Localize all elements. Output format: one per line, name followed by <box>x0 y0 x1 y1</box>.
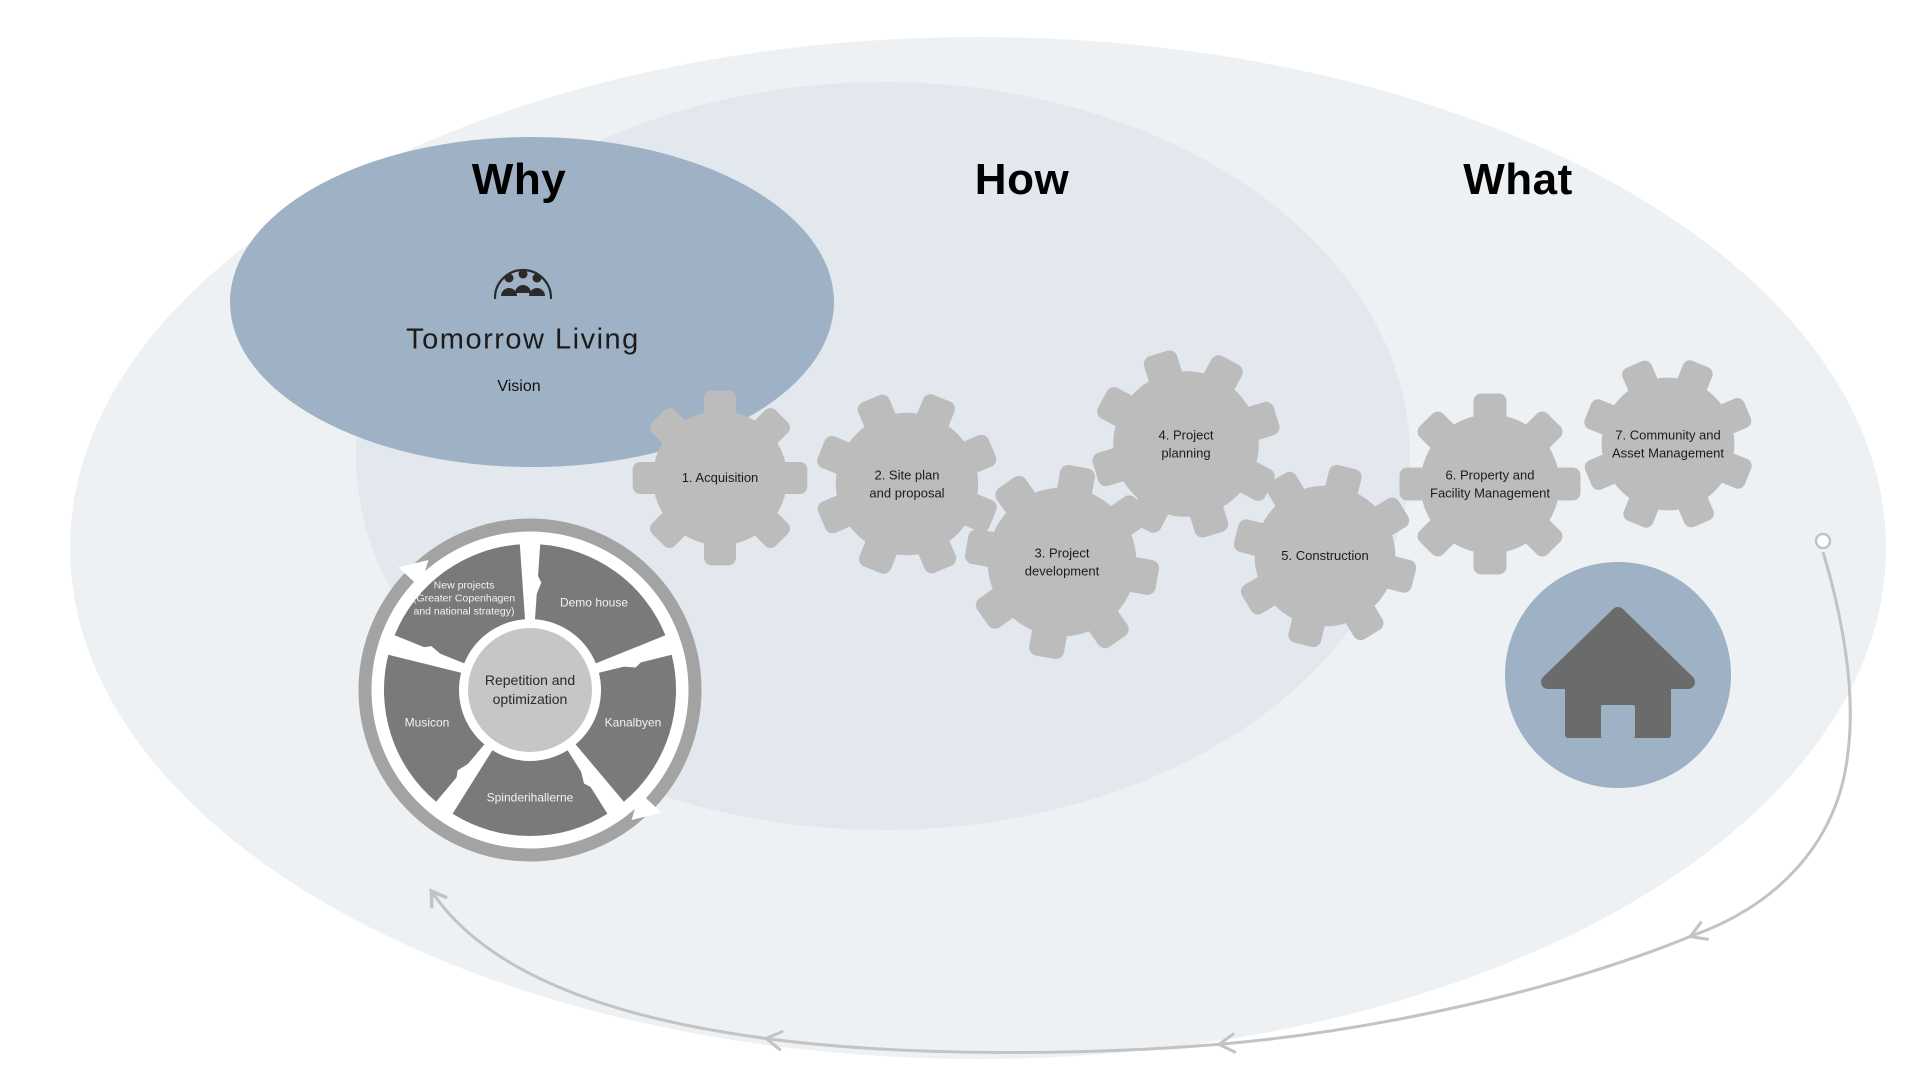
feedback-loop <box>429 532 1852 1054</box>
cycle-segment-label-kanalbyen: Kanalbyen <box>604 715 662 730</box>
brand-name: Tomorrow Living <box>406 323 640 356</box>
ring-arrow-icon <box>631 792 662 820</box>
header-why: Why <box>471 155 567 204</box>
feedback-chevron-icon <box>763 1030 784 1051</box>
cycle-outer-ring <box>358 518 702 862</box>
cycle-segments <box>383 544 677 837</box>
feedback-chevron-icon <box>1216 1032 1237 1054</box>
house-icon <box>1541 607 1695 738</box>
cycle-segment-new-projects <box>394 544 525 664</box>
cycle-segment-demo-house <box>535 544 666 664</box>
cycle-segment-label-spinderihallerne: Spinderihallerne <box>486 790 574 805</box>
cycle-arrow-icon <box>389 646 462 672</box>
gear-1-label: 1. Acquisition <box>681 470 759 486</box>
gear-2-label: 2. Site plan and proposal <box>869 467 945 500</box>
cycle-center-circle <box>468 628 592 752</box>
vision-label: Vision <box>497 378 541 395</box>
feedback-arrow-path <box>429 551 1852 1054</box>
cycle-arrow-icon <box>596 637 667 668</box>
feedback-chevron-icon <box>1687 921 1710 941</box>
cycle-segment-label-new-projects: New projects (Greater Copenhagen and nat… <box>412 579 516 618</box>
cycle-segment-label-demo-house: Demo house <box>559 595 629 610</box>
feedback-start-circle <box>1814 532 1832 550</box>
cycle-arrow-icon <box>522 544 542 620</box>
gear-4-label: 4. Project planning <box>1158 427 1214 460</box>
cycle-segment-label-musicon: Musicon <box>404 715 450 730</box>
cycle-arrow-icon <box>450 749 492 813</box>
cycle-arrow-icon <box>574 745 622 804</box>
cycle-segment-spinderihallerne <box>452 750 608 837</box>
cycle-center-label: Repetition and optimization <box>484 672 576 707</box>
cycle-segment-musicon <box>383 654 485 802</box>
cycle-diagram <box>358 518 702 862</box>
gear-3-label: 3. Project development <box>1024 545 1100 578</box>
house-badge <box>1505 562 1731 788</box>
cycle-segment-kanalbyen <box>575 654 677 802</box>
gear-6-label: 6. Property and Facility Management <box>1430 467 1550 500</box>
header-how: How <box>974 155 1070 204</box>
gear-5-label: 5. Construction <box>1281 548 1369 564</box>
header-what: What <box>1463 155 1573 204</box>
cycle-flow-arrows <box>389 544 667 820</box>
ring-arrow-icon <box>398 560 429 588</box>
why-ellipse <box>230 137 834 467</box>
house-door <box>1601 705 1635 738</box>
gear-7-label: 7. Community and Asset Management <box>1611 427 1724 460</box>
tomorrow-living-logo-icon <box>493 268 553 300</box>
